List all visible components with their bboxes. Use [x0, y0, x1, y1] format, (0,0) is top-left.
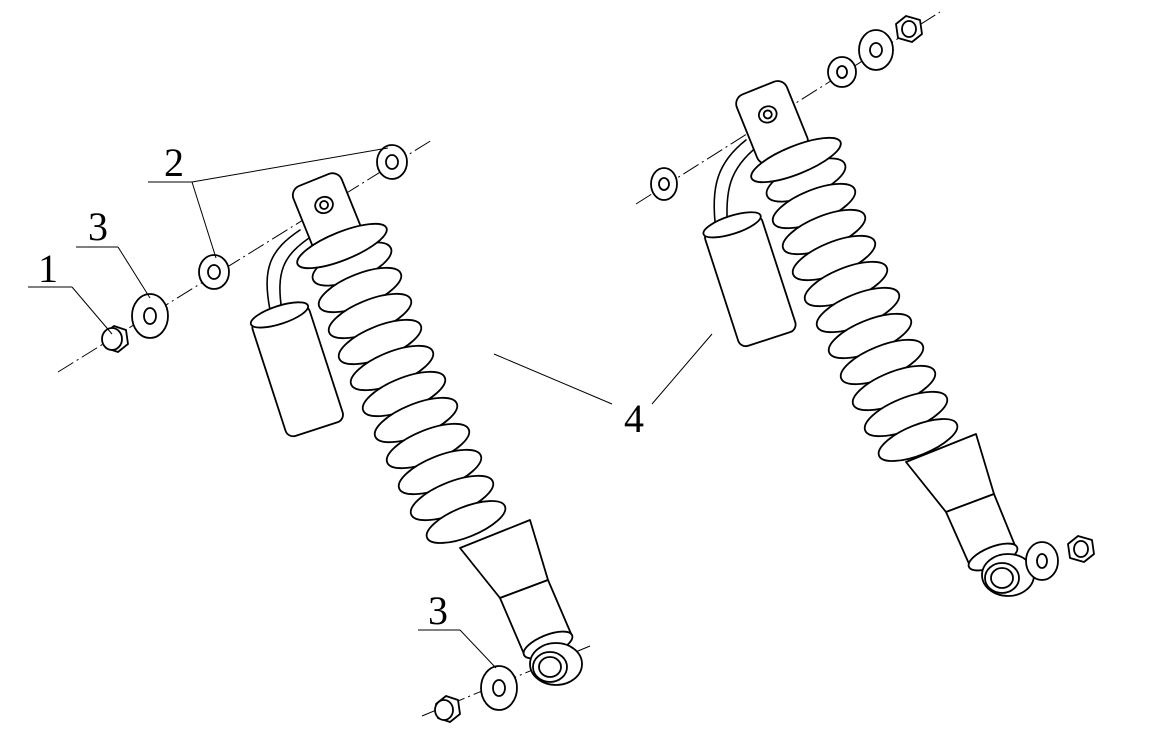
- nut-1-upper: [101, 325, 129, 353]
- washer-3-upper: [131, 293, 169, 339]
- nut-lower: [434, 695, 461, 723]
- right-washer-upper-3: [858, 29, 894, 71]
- right-washer-lower: [1025, 541, 1059, 581]
- callout-labels: 1 3 2 3 4: [28, 140, 713, 669]
- right-reservoir-canister: [702, 211, 797, 348]
- right-washer-upper-2: [827, 56, 857, 88]
- left-shock-absorber: [57, 139, 591, 723]
- callout-3-upper: 3: [88, 204, 108, 249]
- coil-spring: [311, 241, 507, 544]
- reservoir-hose: [266, 229, 301, 311]
- washer-2-upper: [376, 144, 408, 180]
- washer-3-lower: [480, 665, 518, 711]
- right-washer-upper-1: [650, 167, 678, 201]
- right-nut-lower: [1067, 535, 1095, 563]
- washer-2-lower: [198, 254, 230, 290]
- callout-4: 4: [624, 396, 644, 441]
- lower-eye-bushing: [529, 642, 583, 686]
- upper-spring-collar: [296, 222, 388, 270]
- callout-3-lower: 3: [428, 588, 448, 633]
- callout-1: 1: [38, 246, 58, 291]
- right-shock-absorber: [635, 11, 1095, 597]
- callout-2: 2: [164, 140, 184, 185]
- right-reservoir-hose: [713, 139, 747, 231]
- damper-body: [459, 519, 574, 660]
- right-upper-spring-collar: [750, 136, 842, 184]
- reservoir-canister: [249, 301, 344, 438]
- right-coil-spring: [765, 157, 959, 462]
- right-nut-upper: [895, 15, 923, 43]
- right-lower-eye-bushing: [981, 553, 1035, 597]
